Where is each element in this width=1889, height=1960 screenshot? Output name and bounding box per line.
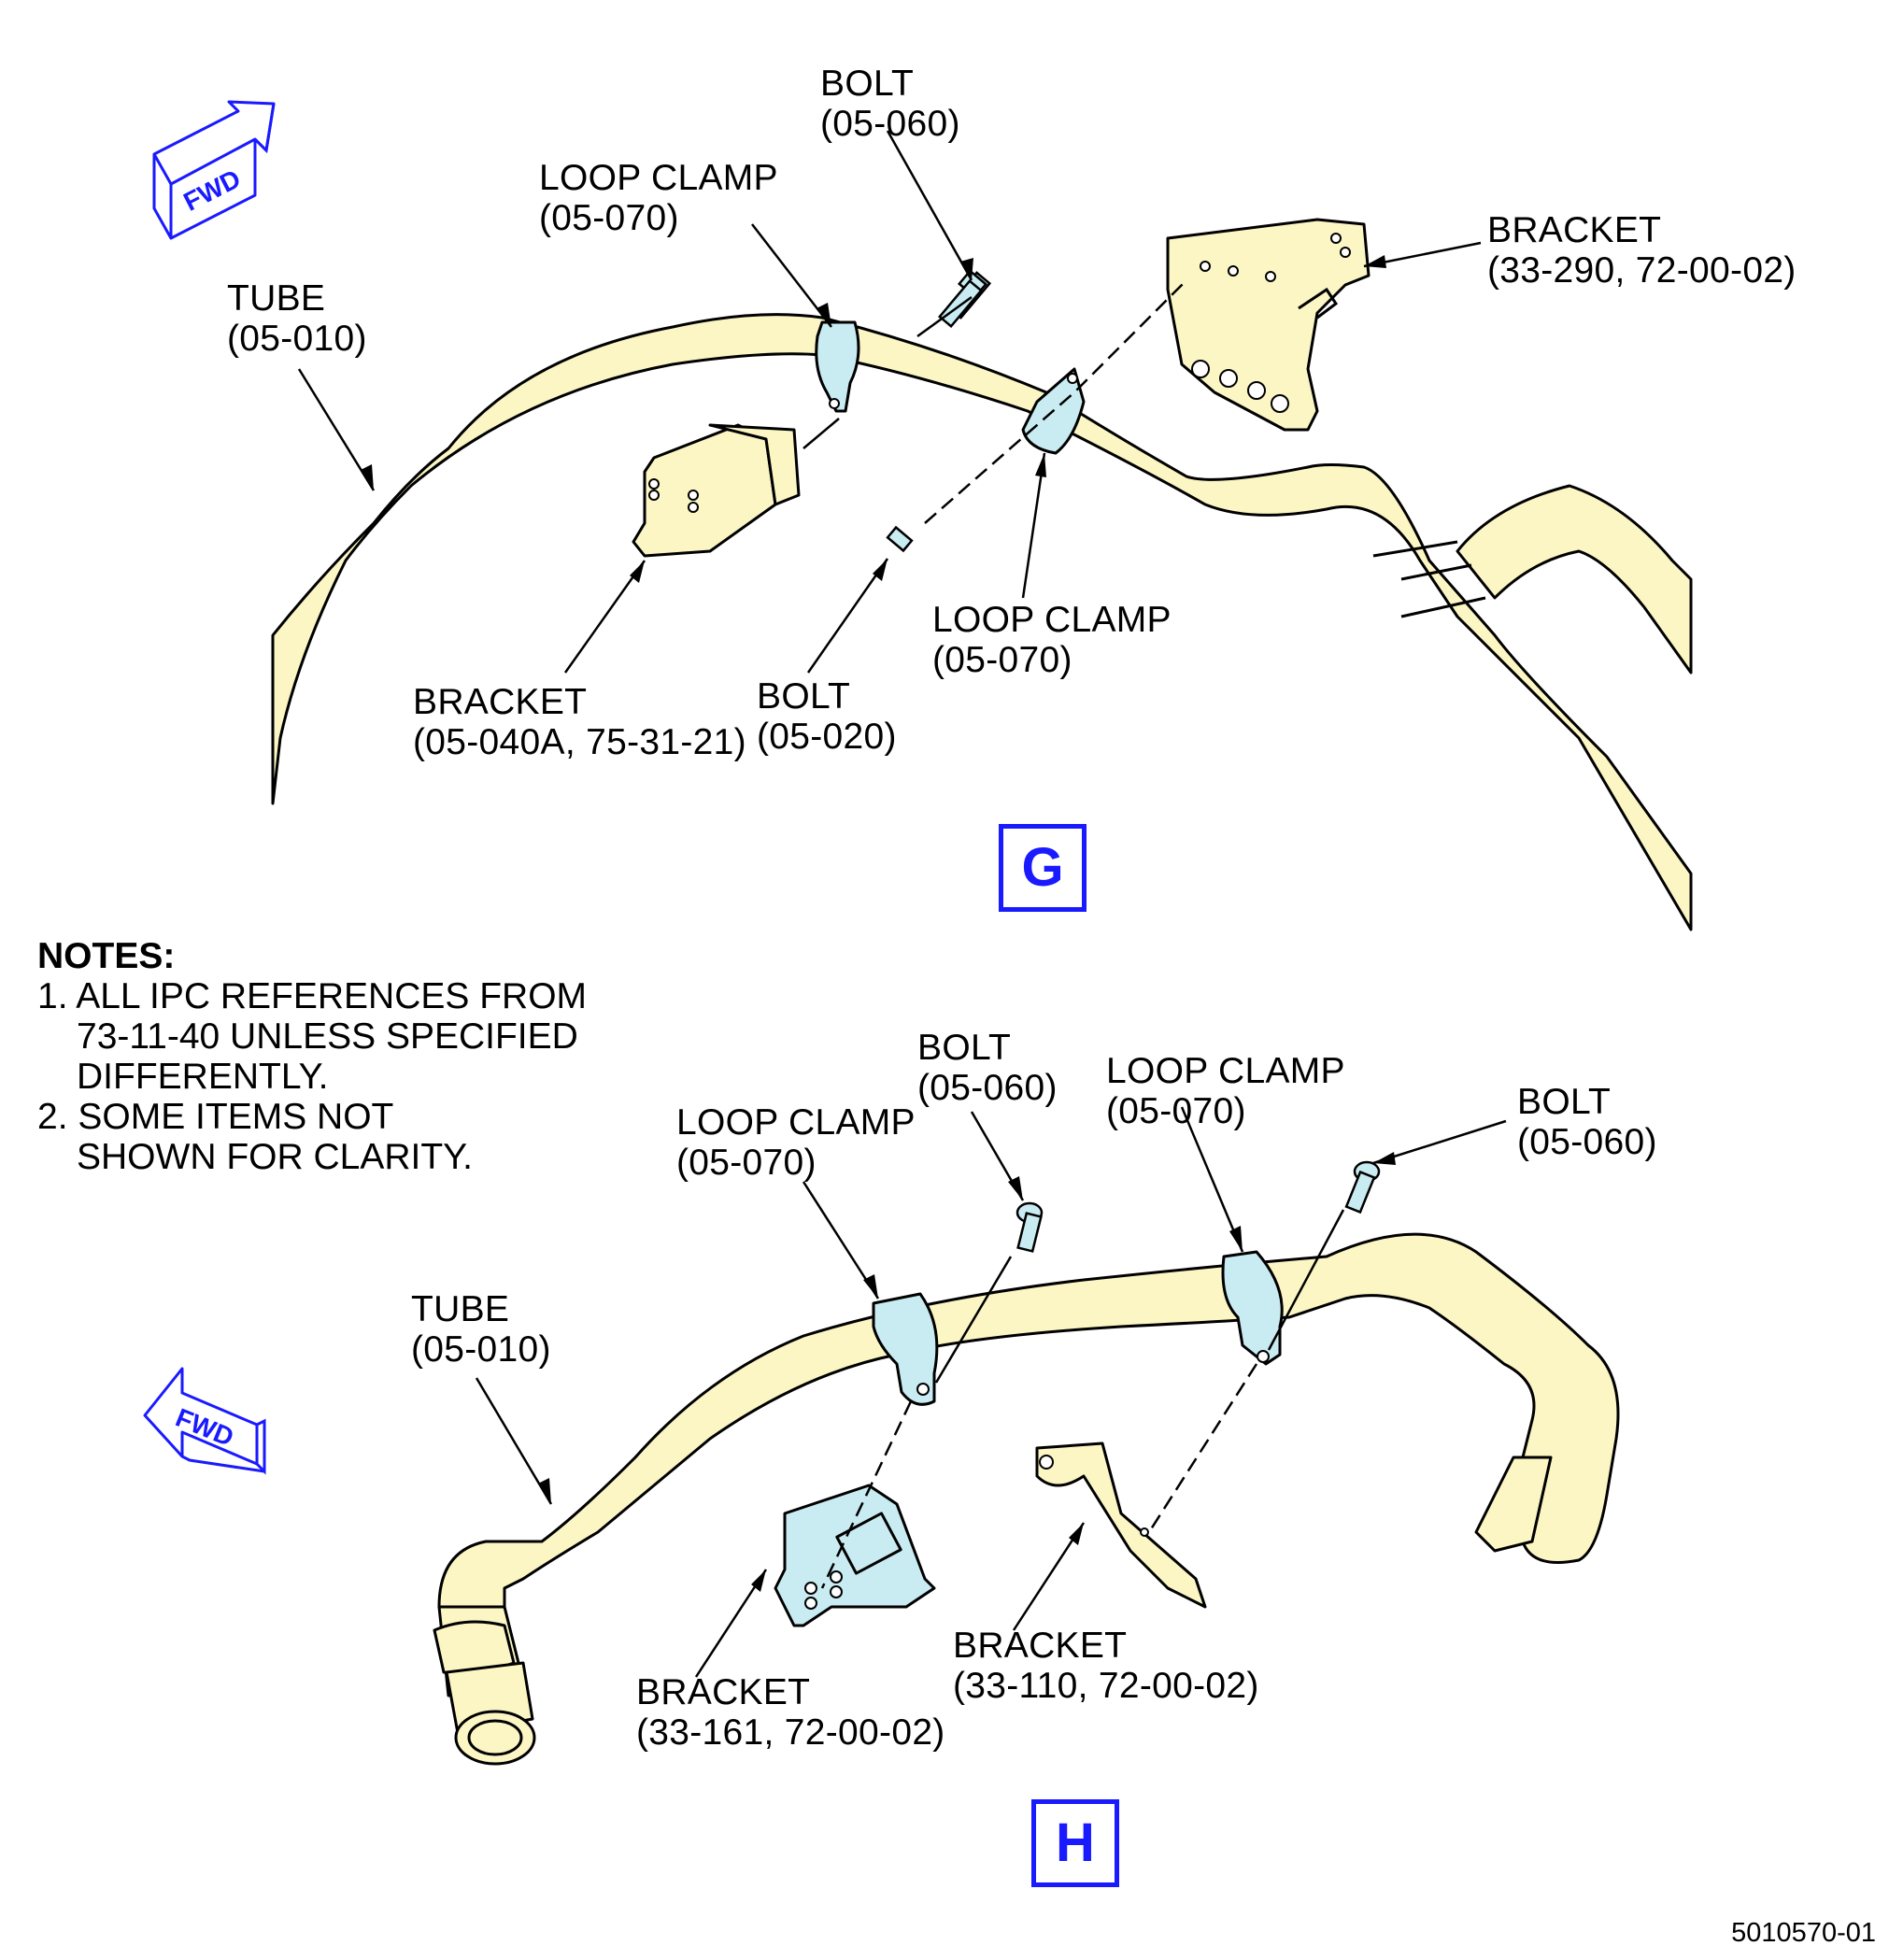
tube bbox=[437, 1232, 1620, 1618]
label-title: BOLT bbox=[757, 676, 851, 717]
note-1-line-1: 1. ALL IPC REFERENCES FROM bbox=[37, 976, 588, 1016]
label-title: LOOP CLAMP bbox=[539, 158, 778, 198]
leader-line bbox=[886, 130, 973, 281]
bolt bbox=[886, 271, 992, 553]
tube-end bbox=[1474, 1456, 1553, 1553]
label-title: TUBE bbox=[227, 278, 326, 319]
label-tube: TUBE (05-010) bbox=[227, 278, 367, 359]
label-title: BRACKET bbox=[413, 682, 588, 722]
leader-line bbox=[1180, 1106, 1244, 1253]
tube-fitting bbox=[433, 1605, 536, 1766]
leader-line bbox=[563, 560, 646, 674]
label-title: LOOP CLAMP bbox=[676, 1102, 916, 1143]
label-bolt-lower: BOLT (05-020) bbox=[757, 676, 897, 757]
label-loop-clamp-right: LOOP CLAMP (05-070) bbox=[932, 600, 1172, 680]
bracket-lower bbox=[632, 423, 801, 558]
label-ref: (05-070) bbox=[932, 640, 1072, 680]
label-ref: (05-010) bbox=[227, 319, 367, 359]
leader-line bbox=[1372, 1119, 1507, 1165]
note-2-line-1: 2. SOME ITEMS NOT bbox=[37, 1097, 394, 1137]
note-2-line-2: SHOWN FOR CLARITY. bbox=[77, 1137, 473, 1177]
label-bolt-upper: BOLT (05-060) bbox=[820, 64, 960, 144]
leader-line bbox=[1021, 452, 1046, 599]
view-marker-g: G bbox=[999, 824, 1087, 912]
label-bolt-right: BOLT (05-060) bbox=[1517, 1082, 1657, 1162]
loop-clamp bbox=[872, 1292, 939, 1406]
view-g-drawing: FWD bbox=[152, 100, 1693, 931]
fwd-arrow-icon: FWD bbox=[143, 1367, 266, 1475]
label-ref: (05-060) bbox=[917, 1068, 1058, 1108]
label-bracket-right-h: BRACKET (33-110, 72-00-02) bbox=[953, 1626, 1259, 1706]
leader-line bbox=[694, 1569, 768, 1678]
bolt bbox=[938, 269, 987, 329]
view-h-drawing: FWD bbox=[143, 1106, 1620, 1766]
loop-clamp bbox=[1221, 1250, 1284, 1366]
loop-clamp bbox=[815, 320, 860, 413]
label-title: BOLT bbox=[917, 1028, 1012, 1068]
label-tube-h: TUBE (05-010) bbox=[411, 1289, 551, 1370]
tube bbox=[271, 313, 1693, 931]
leader-line bbox=[475, 1377, 553, 1505]
label-loop-clamp-right: LOOP CLAMP (05-070) bbox=[1106, 1051, 1345, 1131]
label-ref: (33-290, 72-00-02) bbox=[1487, 250, 1797, 291]
label-bracket-right: BRACKET (33-290, 72-00-02) bbox=[1487, 210, 1797, 291]
bracket-right bbox=[1035, 1442, 1207, 1609]
note-1-line-2: 73-11-40 UNLESS SPECIFIED bbox=[77, 1016, 578, 1057]
label-title: TUBE bbox=[411, 1289, 510, 1329]
label-bolt-left: BOLT (05-060) bbox=[917, 1028, 1058, 1108]
notes-block: NOTES: 1. ALL IPC REFERENCES FROM 73-11-… bbox=[37, 936, 587, 1177]
label-title: LOOP CLAMP bbox=[932, 600, 1172, 640]
label-title: BOLT bbox=[820, 64, 915, 104]
label-ref: (05-060) bbox=[820, 104, 960, 144]
label-loop-clamp-left: LOOP CLAMP (05-070) bbox=[676, 1102, 916, 1183]
label-title: BOLT bbox=[1517, 1082, 1612, 1122]
leader-line bbox=[806, 558, 889, 674]
label-ref: (05-040A, 75-31-21) bbox=[413, 722, 746, 762]
label-ref: (05-070) bbox=[676, 1143, 817, 1183]
label-ref: (33-110, 72-00-02) bbox=[953, 1666, 1259, 1706]
bolt bbox=[1344, 1160, 1381, 1214]
figure-number: 5010570-01 bbox=[1731, 1918, 1876, 1948]
label-ref: (05-060) bbox=[1517, 1122, 1657, 1162]
label-bracket-lower: BRACKET (05-040A, 75-31-21) bbox=[413, 682, 746, 762]
label-title: BRACKET bbox=[1487, 210, 1662, 250]
label-title: BRACKET bbox=[953, 1626, 1128, 1666]
label-ref: (05-070) bbox=[1106, 1091, 1246, 1131]
tube-branch bbox=[1456, 484, 1693, 675]
notes-heading: NOTES: bbox=[37, 936, 176, 976]
label-ref: (05-020) bbox=[757, 717, 897, 757]
label-title: LOOP CLAMP bbox=[1106, 1051, 1345, 1091]
fwd-arrow-icon: FWD bbox=[152, 100, 276, 240]
label-ref: (05-070) bbox=[539, 198, 679, 238]
view-marker-h: H bbox=[1031, 1799, 1119, 1887]
label-loop-clamp-left: LOOP CLAMP (05-070) bbox=[539, 158, 778, 238]
label-ref: (05-010) bbox=[411, 1329, 551, 1370]
label-ref: (33-161, 72-00-02) bbox=[636, 1712, 945, 1753]
bracket-left bbox=[774, 1484, 936, 1627]
bracket-right bbox=[1166, 218, 1371, 432]
leader-line bbox=[1012, 1522, 1086, 1631]
bolt bbox=[1016, 1201, 1044, 1253]
label-title: BRACKET bbox=[636, 1672, 811, 1712]
note-1-line-3: DIFFERENTLY. bbox=[77, 1057, 329, 1097]
label-bracket-left: BRACKET (33-161, 72-00-02) bbox=[636, 1672, 945, 1753]
